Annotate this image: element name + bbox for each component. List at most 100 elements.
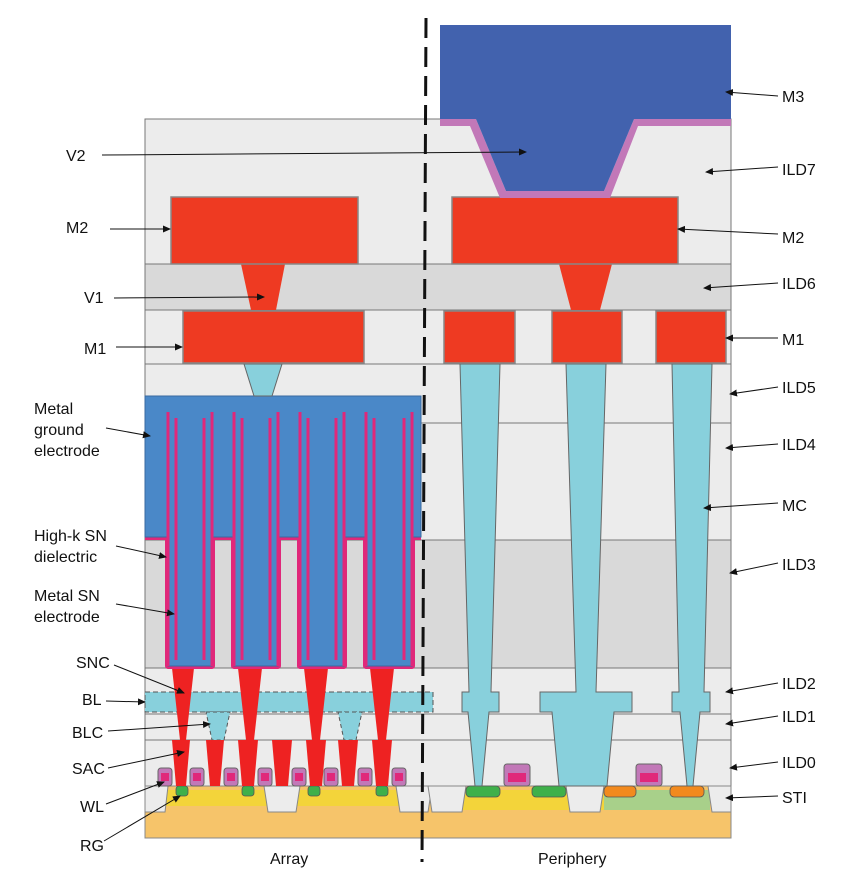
periphery-v1 bbox=[559, 264, 612, 310]
caption-periphery: Periphery bbox=[538, 851, 606, 868]
leader-blc bbox=[107, 720, 211, 732]
leader-snc bbox=[113, 664, 185, 694]
ild1-layer bbox=[144, 713, 732, 741]
rg-diffusion bbox=[241, 785, 255, 797]
wl-gate-core bbox=[227, 773, 235, 781]
wl-gate-core bbox=[361, 773, 369, 781]
label-sti: STI bbox=[782, 790, 807, 807]
snc-contact bbox=[370, 668, 394, 740]
leader-ild5 bbox=[729, 386, 779, 397]
rg-diffusion bbox=[375, 785, 389, 797]
leader-v2 bbox=[101, 148, 527, 156]
label-ild3: ILD3 bbox=[782, 557, 816, 574]
label-rg: RG bbox=[80, 838, 104, 855]
sti-trench bbox=[395, 785, 433, 813]
sac-contact bbox=[238, 740, 258, 786]
wl-gate-core bbox=[395, 773, 403, 781]
label-m1-left: M1 bbox=[84, 341, 106, 358]
leader-rg bbox=[103, 795, 181, 842]
sac-contact bbox=[272, 740, 292, 786]
leader-v1 bbox=[113, 293, 265, 301]
label-metal-sn-line1: Metal SN bbox=[34, 588, 100, 605]
label-metal-sn-electrode: Metal SN electrode bbox=[34, 588, 104, 626]
ild6-layer bbox=[144, 263, 732, 311]
label-high-k-line2: dielectric bbox=[34, 549, 97, 566]
leader-ild4 bbox=[725, 443, 779, 451]
label-ild7: ILD7 bbox=[782, 162, 816, 179]
array-wordlines bbox=[157, 767, 407, 797]
periphery-diffusion-green bbox=[465, 785, 501, 798]
mc-contact bbox=[671, 363, 713, 787]
label-metal-sn-line2: electrode bbox=[34, 609, 100, 626]
rg-diffusion bbox=[175, 785, 189, 797]
metal-sn-electrode bbox=[298, 412, 346, 666]
label-snc: SNC bbox=[76, 655, 110, 672]
array-bitline-contacts bbox=[144, 668, 434, 786]
mc-contact bbox=[459, 363, 501, 787]
leader-sti bbox=[725, 794, 779, 802]
periphery-diffusion-green bbox=[531, 785, 567, 798]
sac-contact bbox=[206, 740, 224, 786]
label-ild5: ILD5 bbox=[782, 380, 816, 397]
sti-trench bbox=[565, 785, 605, 813]
caption-array: Array bbox=[270, 851, 308, 868]
periphery-gate-core bbox=[508, 773, 526, 782]
leader-metal-sn bbox=[115, 603, 175, 617]
array-v1 bbox=[241, 264, 285, 310]
label-ild6: ILD6 bbox=[782, 276, 816, 293]
wl-gate-core bbox=[295, 773, 303, 781]
label-high-k-line1: High-k SN bbox=[34, 528, 107, 545]
leader-m2-right bbox=[677, 225, 779, 235]
sti-trench bbox=[263, 785, 301, 813]
leader-mc bbox=[703, 502, 779, 512]
periphery-gate-core bbox=[640, 773, 658, 782]
leader-metal-ground bbox=[105, 427, 151, 439]
label-ild0: ILD0 bbox=[782, 755, 816, 772]
array-periphery-divider bbox=[420, 17, 428, 863]
periphery-diffusion-orange bbox=[603, 785, 637, 798]
sac-contact bbox=[372, 740, 392, 786]
label-wl: WL bbox=[80, 799, 104, 816]
sn-inner-line bbox=[174, 418, 406, 660]
leader-ild1 bbox=[725, 715, 779, 727]
label-ild1: ILD1 bbox=[782, 709, 816, 726]
array-m2 bbox=[170, 196, 359, 265]
array-top-via bbox=[243, 363, 283, 397]
leader-wl bbox=[105, 781, 165, 805]
periphery-mc-contacts bbox=[459, 363, 713, 787]
sac-contact bbox=[306, 740, 326, 786]
periphery-interconnect bbox=[440, 25, 731, 364]
label-metal-ground-electrode: Metal ground electrode bbox=[34, 401, 100, 460]
label-bl: BL bbox=[82, 692, 102, 709]
label-blc: BLC bbox=[72, 725, 103, 742]
label-m2-left: M2 bbox=[66, 220, 88, 237]
snc-contact bbox=[172, 668, 194, 740]
leader-ild2 bbox=[725, 682, 779, 695]
bitline bbox=[144, 691, 434, 713]
right-labels: M3 ILD7 M2 ILD6 M1 ILD5 ILD4 MC ILD3 ILD… bbox=[677, 89, 816, 807]
label-m1-right: M1 bbox=[782, 332, 804, 349]
leader-ild7 bbox=[705, 166, 779, 176]
periphery-m1 bbox=[551, 310, 623, 364]
metal-sn-electrode bbox=[232, 412, 280, 666]
periphery-m1 bbox=[443, 310, 516, 364]
periphery-diffusion-orange bbox=[669, 785, 705, 798]
snc-contact bbox=[304, 668, 328, 740]
rg-diffusion bbox=[307, 785, 321, 797]
metal-sn-electrode bbox=[364, 412, 414, 666]
left-labels: V2 M2 V1 M1 Metal ground electrode High-… bbox=[34, 148, 527, 855]
leader-ild6 bbox=[703, 282, 779, 292]
leader-ild3 bbox=[729, 562, 779, 575]
mc-contact bbox=[539, 363, 633, 787]
label-v1: V1 bbox=[84, 290, 104, 307]
substrate-region bbox=[144, 785, 732, 839]
sti-trench bbox=[707, 785, 732, 813]
wl-gate-core bbox=[161, 773, 169, 781]
label-m3: M3 bbox=[782, 89, 804, 106]
label-metal-ground-line3: electrode bbox=[34, 443, 100, 460]
snc-contact bbox=[238, 668, 262, 740]
array-m1 bbox=[182, 310, 365, 364]
wl-gate-core bbox=[261, 773, 269, 781]
sac-contact bbox=[338, 740, 358, 786]
